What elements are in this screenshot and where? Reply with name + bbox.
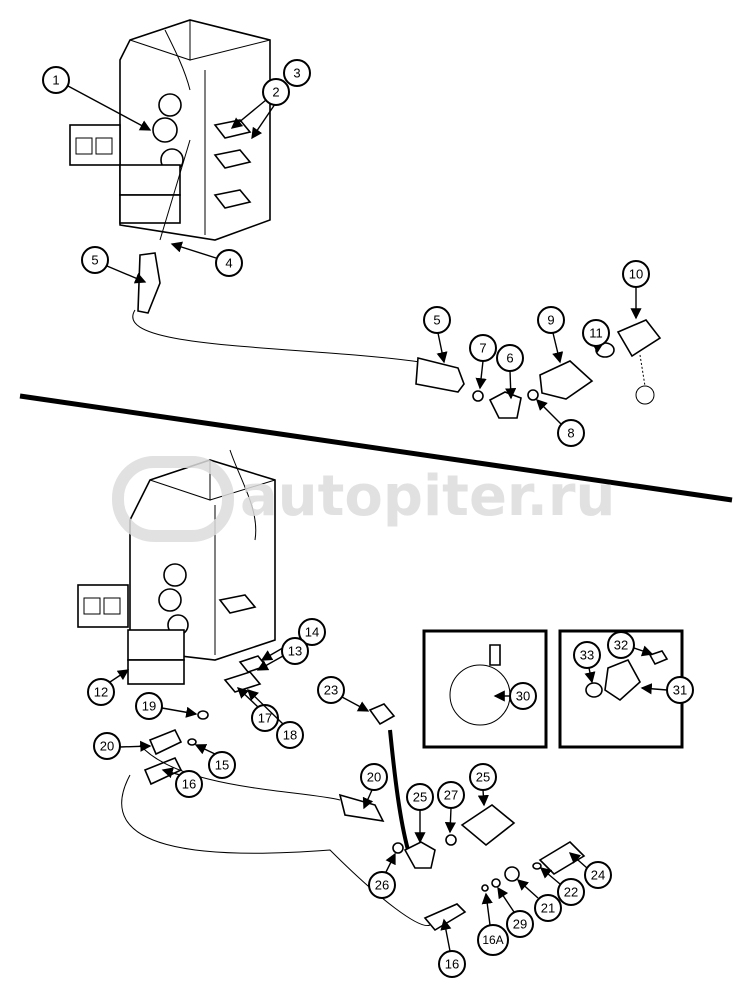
callout: 15 xyxy=(208,751,236,779)
valve-block-top xyxy=(69,19,271,241)
callout: 33 xyxy=(573,641,601,669)
svg-text:16: 16 xyxy=(445,957,459,972)
callout: 2 xyxy=(262,78,290,106)
svg-text:24: 24 xyxy=(591,868,605,883)
svg-text:1: 1 xyxy=(52,73,59,88)
callout: 29 xyxy=(506,910,534,938)
callout: 25 xyxy=(406,783,434,811)
svg-text:16A: 16A xyxy=(482,933,503,947)
callout: 5 xyxy=(423,306,451,334)
svg-text:22: 22 xyxy=(564,885,578,900)
watermark: autopiter.ru xyxy=(112,456,615,542)
svg-text:14: 14 xyxy=(305,625,319,640)
svg-text:19: 19 xyxy=(142,699,156,714)
callout: 18 xyxy=(276,721,304,749)
svg-text:27: 27 xyxy=(444,788,458,803)
svg-text:25: 25 xyxy=(476,770,490,785)
callout: 12 xyxy=(87,678,115,706)
inset-boxes xyxy=(422,629,684,749)
callout: 27 xyxy=(437,781,465,809)
svg-text:5: 5 xyxy=(91,253,98,268)
callout: 20 xyxy=(93,732,121,760)
svg-text:25: 25 xyxy=(413,790,427,805)
svg-text:11: 11 xyxy=(589,326,603,341)
svg-text:15: 15 xyxy=(215,758,229,773)
svg-text:3: 3 xyxy=(293,66,300,81)
callout: 7 xyxy=(469,334,497,362)
svg-text:23: 23 xyxy=(324,683,338,698)
hose-top xyxy=(132,139,421,363)
callout: 6 xyxy=(496,344,524,372)
callout: 22 xyxy=(557,878,585,906)
callout: 8 xyxy=(557,419,585,447)
svg-text:21: 21 xyxy=(541,901,555,916)
callout: 10 xyxy=(622,260,650,288)
svg-text:8: 8 xyxy=(567,426,574,441)
svg-text:20: 20 xyxy=(367,770,381,785)
callout: 20 xyxy=(360,763,388,791)
callout: 26 xyxy=(368,871,396,899)
callout: 16 xyxy=(175,770,203,798)
section-divider xyxy=(19,393,733,503)
callout: 19 xyxy=(135,692,163,720)
callout: 32 xyxy=(607,631,635,659)
svg-text:9: 9 xyxy=(547,313,554,328)
callout: 23 xyxy=(317,676,345,704)
svg-text:20: 20 xyxy=(100,739,114,754)
svg-text:18: 18 xyxy=(283,728,297,743)
svg-text:4: 4 xyxy=(225,256,232,271)
svg-text:16: 16 xyxy=(182,777,196,792)
callout: 9 xyxy=(537,306,565,334)
svg-text:7: 7 xyxy=(479,341,486,356)
svg-text:31: 31 xyxy=(673,683,687,698)
callout: 3 xyxy=(283,59,311,87)
callouts-top: 1 3 2 4 5 5 7 6 9 11 10 8 xyxy=(42,59,650,447)
svg-text:12: 12 xyxy=(94,685,108,700)
callout: 1 xyxy=(42,66,70,94)
svg-text:2: 2 xyxy=(272,85,279,100)
svg-text:17: 17 xyxy=(258,711,272,726)
valve-block-bottom xyxy=(77,449,276,693)
svg-text:26: 26 xyxy=(375,878,389,893)
svg-text:5: 5 xyxy=(433,313,440,328)
hoses-bottom xyxy=(121,703,586,932)
svg-text:10: 10 xyxy=(629,267,643,282)
callout: 11 xyxy=(582,319,610,347)
callouts-bottom: 14 13 12 19 17 18 23 30 32 33 31 20 15 1… xyxy=(87,618,694,978)
svg-text:33: 33 xyxy=(580,648,594,663)
callout: 17 xyxy=(251,704,279,732)
svg-text:13: 13 xyxy=(288,644,302,659)
callout: 25 xyxy=(469,763,497,791)
callout: 24 xyxy=(584,861,612,889)
callout: 4 xyxy=(215,249,243,277)
svg-text:30: 30 xyxy=(516,689,530,704)
svg-text:autopiter.ru: autopiter.ru xyxy=(240,464,615,529)
callout: 21 xyxy=(534,894,562,922)
callout: 14 xyxy=(298,618,326,646)
svg-text:32: 32 xyxy=(614,638,628,653)
callout: 16A xyxy=(477,924,509,956)
callout: 16 xyxy=(438,950,466,978)
svg-text:6: 6 xyxy=(506,351,513,366)
svg-text:29: 29 xyxy=(513,917,527,932)
callout: 30 xyxy=(509,682,537,710)
callout: 13 xyxy=(281,637,309,665)
callout: 5 xyxy=(81,246,109,274)
coupler-assembly-top xyxy=(415,319,662,419)
callout: 31 xyxy=(666,676,694,704)
